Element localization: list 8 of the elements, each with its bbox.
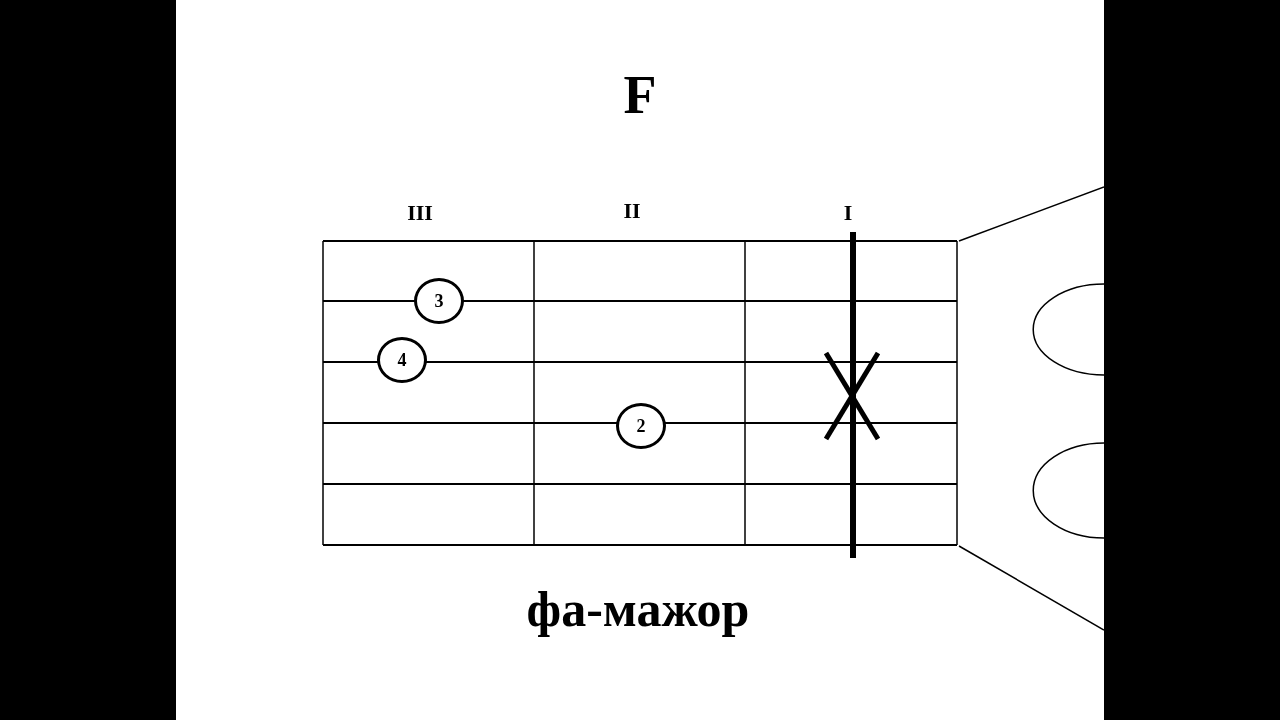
finger-circle: 2 [616,403,666,449]
fret-number: I [843,200,853,226]
fret-number: II [623,198,641,224]
finger-circle: 3 [414,278,464,324]
fret-number: III [407,200,433,226]
finger-circle: 4 [377,337,427,383]
chord-caption: фа-мажор [525,580,751,638]
chord-title: F [622,64,658,126]
